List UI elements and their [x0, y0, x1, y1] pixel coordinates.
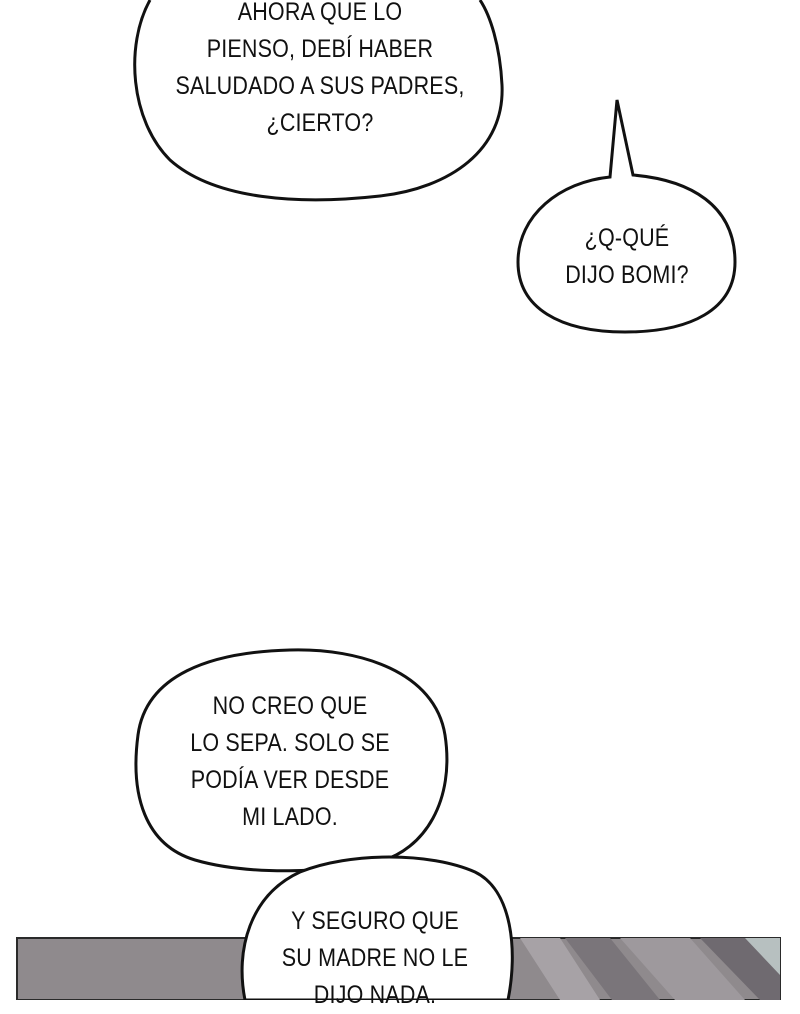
bubble-line: AHORA QUE LO: [237, 0, 403, 26]
bubble-line: SU MADRE NO LE: [281, 944, 469, 972]
bubble-line: MI LADO.: [242, 803, 338, 831]
speech-bubble-4: [240, 855, 514, 1000]
bubble-line: PIENSO, DEBÍ HABER: [206, 35, 434, 63]
bubble-line: NO CREO QUE: [212, 692, 368, 720]
bubble-line: SALUDADO A SUS PADRES,: [175, 72, 465, 100]
speech-bubble-3: [134, 648, 449, 873]
bubble-line: ¿Q-QUÉ: [584, 224, 670, 252]
panel-stripe: [565, 938, 660, 1000]
panel-stripe: [520, 938, 600, 1000]
speech-bubble-2: [516, 99, 737, 334]
bubble-line: ¿CIERTO?: [266, 109, 374, 137]
panel-stripe: [745, 938, 780, 975]
bubble-4-text: Y SEGURO QUE SU MADRE NO LE DIJO NADA.: [272, 903, 478, 1014]
bubble-line: DIJO BOMI?: [565, 261, 689, 289]
speech-bubble-1: [133, 0, 504, 202]
bubble-1-text: AHORA QUE LO PIENSO, DEBÍ HABER SALUDADO…: [174, 0, 466, 142]
panel-stripe: [620, 938, 745, 1000]
bubble-line: PODÍA VER DESDE: [190, 766, 390, 794]
bubble-2-text: ¿Q-QUÉ DIJO BOMI?: [541, 220, 713, 294]
bubble-line: LO SEPA. SOLO SE: [190, 729, 390, 757]
bubble-line: DIJO NADA.: [313, 981, 437, 1009]
bubble-3-text: NO CREO QUE LO SEPA. SOLO SE PODÍA VER D…: [178, 688, 402, 836]
bubble-line: Y SEGURO QUE: [291, 907, 459, 935]
